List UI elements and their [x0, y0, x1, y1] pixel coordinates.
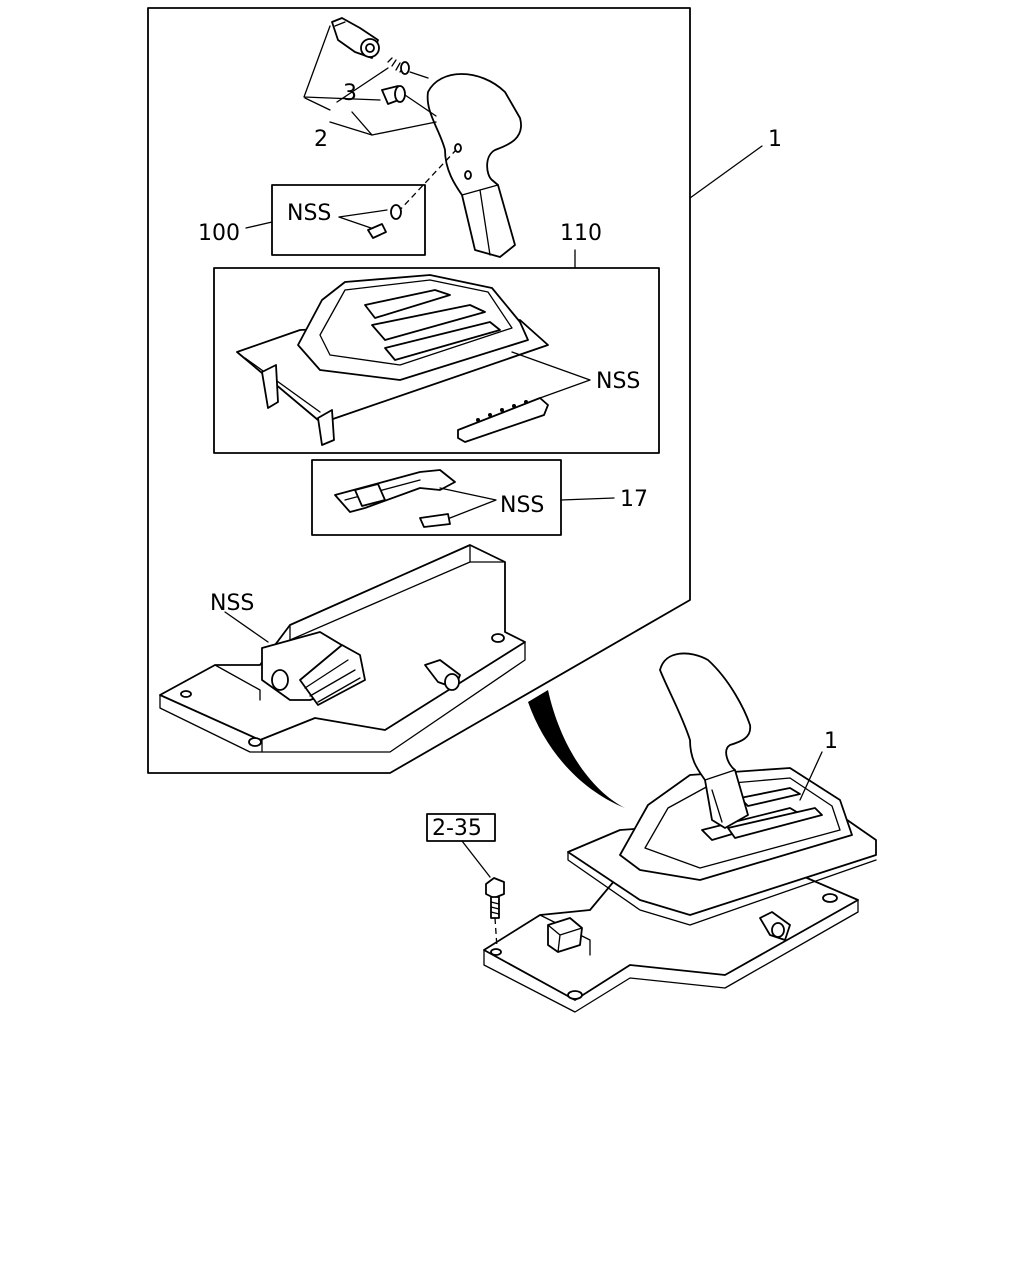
callout-110: 110: [560, 221, 602, 246]
assembled-shifter: [483, 652, 877, 1013]
nss-label-17: NSS: [500, 493, 544, 518]
bolt-icon: [485, 877, 505, 919]
knob-spring: [387, 57, 410, 75]
shift-knob: [426, 73, 522, 258]
callout-100: 100: [198, 221, 240, 246]
ref-2-35-label: 2-35: [432, 816, 482, 841]
indicator-light-strip: [334, 469, 456, 513]
indicator-plate: [457, 397, 549, 443]
indicator-cover: [236, 274, 549, 446]
item-110-box: [213, 267, 660, 454]
item-17-box: [311, 459, 562, 536]
callout-1-bottom: 1: [824, 729, 838, 754]
screw-icon: [367, 204, 402, 239]
assembly-arrow: [528, 690, 625, 808]
exploded-view-frame: [147, 7, 691, 774]
callout-1-top: 1: [768, 127, 782, 152]
nss-label-110: NSS: [596, 369, 640, 394]
ref-2-35-box: [426, 813, 496, 842]
nss-label-100: NSS: [287, 201, 331, 226]
callout-2: 2: [314, 127, 328, 152]
callout-3: 3: [343, 81, 357, 106]
callout-17: 17: [620, 487, 648, 512]
shifter-base-housing: [159, 544, 526, 753]
indicator-label-sheet: [419, 513, 451, 528]
item-100-box: [271, 184, 426, 256]
knob-push-button: [331, 17, 380, 59]
nss-label-housing: NSS: [210, 591, 254, 616]
knob-bushing: [381, 85, 406, 105]
